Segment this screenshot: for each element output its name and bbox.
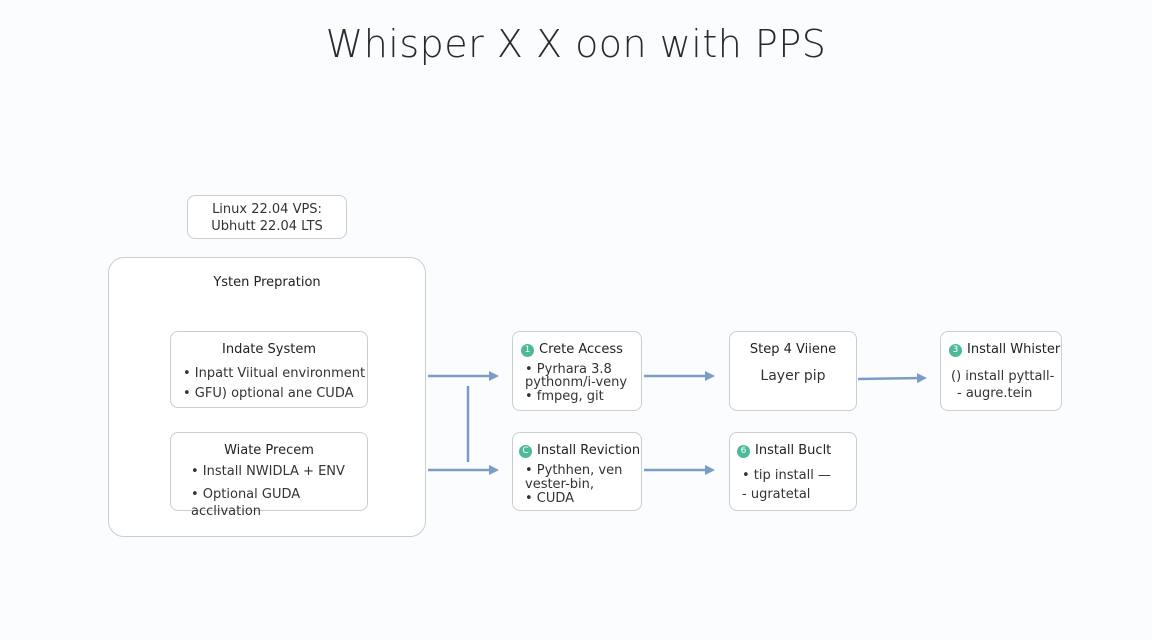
install-buclt-header: 6 Install Buclt [737,443,831,458]
arrow-step4-to-whister [857,373,927,384]
vps-info-box: Linux 22.04 VPS: Ubhutt 22.04 LTS [187,195,347,239]
update-system-box: Indate System • Inpatt Viitual environme… [170,331,368,408]
install-buclt-line-1: • tip install — [742,468,831,483]
update-system-line-1: • Inpatt Viitual environment [183,366,366,381]
create-access-line-3: • fmpeg, git [525,389,604,404]
update-system-line-2: • GFU) optional ane CUDA [183,386,354,401]
create-access-line-2: pythonm/i-veny [525,375,628,390]
update-system-title: Indate System [222,342,316,357]
create-access-header: 1 Crete Access [521,342,623,357]
install-whister-line-2: - augre.tein [957,386,1033,401]
step-4-box: Step 4 Viiene Layer pip [729,331,857,411]
install-reviction-title: Install Reviction [537,443,641,458]
step-number-badge: 6 [737,445,750,458]
install-reviction-header: C Install Reviction [519,443,640,458]
wiate-precem-line-2: • Optional GUDA acclivation [191,487,301,519]
install-buclt-title: Install Buclt [755,443,832,458]
step-4-line-1: Layer pip [760,368,826,384]
vps-line-2: Ubhutt 22.04 LTS [211,219,323,234]
wiate-precem-box: Wiate Precem • Install NWIDLA + ENV • Op… [170,432,368,519]
create-access-title: Crete Access [539,342,623,357]
wiate-precem-line-1: • Install NWIDLA + ENV [191,464,345,479]
create-access-box: 1 Crete Access • Pyrhara 3.8 pythonm/i-ve… [512,331,642,411]
step-4-title: Step 4 Viiene [749,342,837,357]
install-buclt-box: 6 Install Buclt • tip install — - ugratet… [729,432,857,511]
create-access-line-1: • Pyrhara 3.8 [525,362,612,377]
install-whister-header: 3 Install Whister [949,342,1060,357]
install-buclt-line-2: - ugratetal [742,487,811,502]
install-reviction-line-1: • Pythhen, ven [525,463,623,478]
wiate-precem-title: Wiate Precem [224,443,314,458]
install-reviction-line-3: • CUDA [525,491,575,506]
install-whister-box: 3 Install Whister () install pyttall- - a… [940,331,1062,411]
step-number-badge: 1 [521,344,534,357]
system-preparation-label: Ysten Prepration [213,275,321,290]
step-number-badge: C [519,445,532,458]
install-reviction-line-2: vester-bin, [525,477,594,492]
install-reviction-box: C Install Reviction • Pythhen, ven vester… [512,432,642,511]
diagram-title: Whisper X X oon with PPS [325,22,827,66]
step-number-badge: 3 [949,344,962,357]
vps-line-1: Linux 22.04 VPS: [212,202,322,217]
install-whister-line-1: () install pyttall- [951,369,1055,384]
install-whister-title: Install Whister [967,342,1061,357]
